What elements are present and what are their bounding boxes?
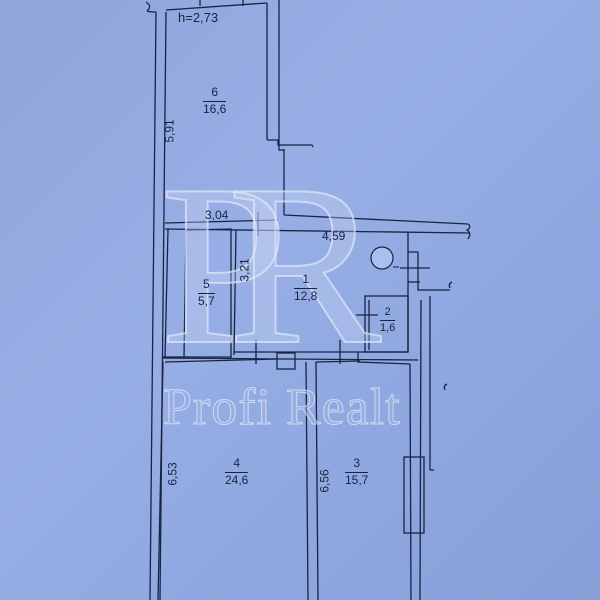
room-4-label: 4 24,6 xyxy=(225,456,249,488)
room-3-number: 3 xyxy=(345,456,369,473)
dim-top-width-left: 3,04 xyxy=(205,208,229,222)
room-6-label: 6 16,6 xyxy=(203,85,227,117)
watermark-logo: PR xyxy=(159,137,382,392)
watermark-text: Profi Realt xyxy=(163,379,401,436)
room-2-number: 2 xyxy=(380,306,396,321)
room-5-label: 5 5,7 xyxy=(198,277,215,309)
room-4-number: 4 xyxy=(225,456,249,473)
room-4-area: 24,6 xyxy=(225,472,249,487)
room-3-area: 15,7 xyxy=(345,472,369,487)
dim-room5-depth: 3,21 xyxy=(237,258,252,282)
ceiling-height-label: h=2,73 xyxy=(178,10,219,25)
room-5-number: 5 xyxy=(198,277,215,294)
room-6-number: 6 xyxy=(203,85,227,102)
room-1-number: 1 xyxy=(294,272,318,289)
dim-room4-length: 6,53 xyxy=(165,462,180,486)
room-1-area: 12,8 xyxy=(294,288,318,303)
room-2-area: 1,6 xyxy=(380,321,396,334)
dim-room6-length: 5,91 xyxy=(162,119,177,143)
room-5-area: 5,7 xyxy=(198,293,215,308)
dim-room3-length: 6,56 xyxy=(317,469,332,493)
room-6-area: 16,6 xyxy=(203,101,227,116)
room-2-label: 2 1,6 xyxy=(380,306,396,334)
room-1-label: 1 12,8 xyxy=(294,272,318,304)
room-3-label: 3 15,7 xyxy=(345,456,369,488)
riser-circle-icon xyxy=(370,246,399,270)
dim-top-width-right: 4,59 xyxy=(322,229,346,243)
